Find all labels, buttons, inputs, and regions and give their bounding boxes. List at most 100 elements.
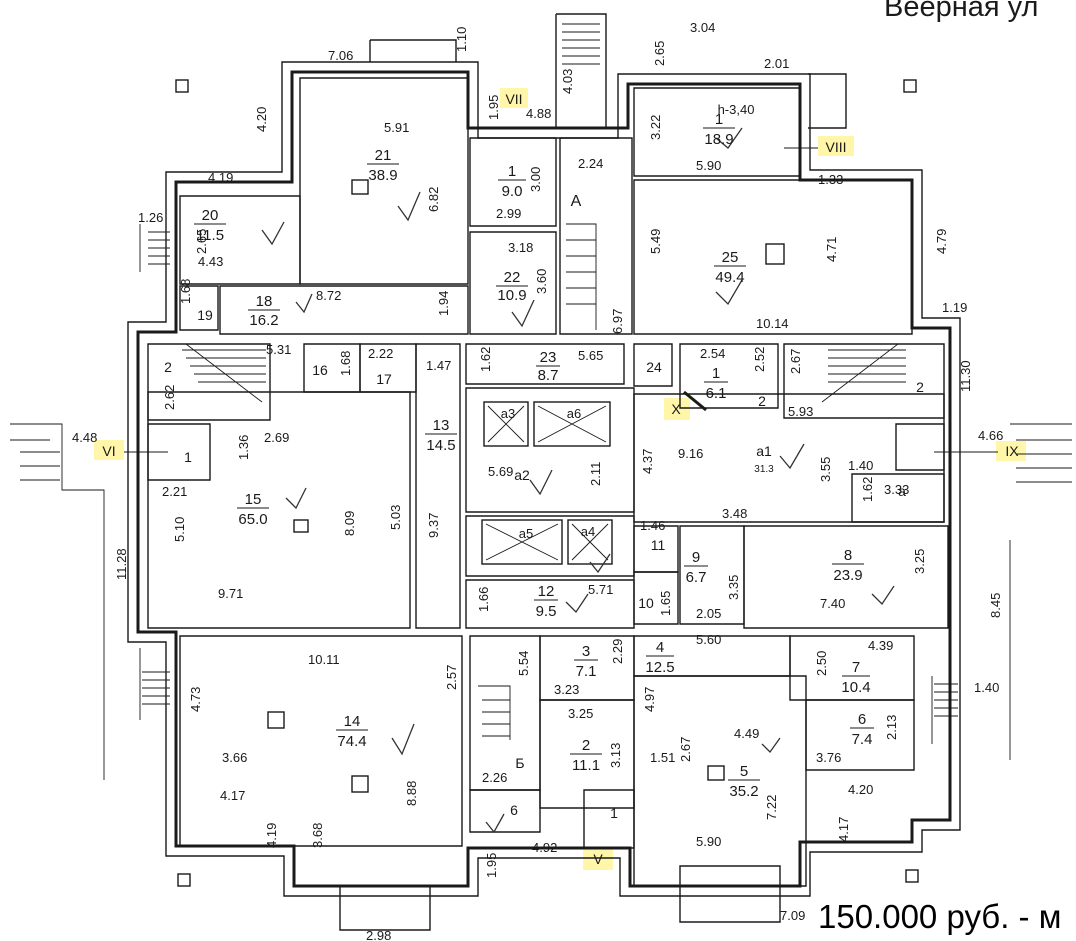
dimension-label: 3.55 [818,457,833,482]
dimension-label: 5.60 [696,632,721,647]
dimension-label: 3.76 [816,750,841,765]
columns [175,79,919,887]
dimension-label: 10.11 [308,652,340,667]
dimension-label: 3.22 [648,115,663,140]
stairs [10,23,1072,780]
dimension-label: 1.10 [454,27,469,52]
exit-highlights [94,88,1026,870]
room-number: 22 [504,269,521,286]
dimension-label: 2.57 [444,665,459,690]
dimension-label: 3.18 [508,240,533,255]
dimension-label: 1.33 [818,172,843,187]
elevator-a5-label: а5 [519,526,533,541]
interior-walls [147,77,949,887]
room-number: 8 [844,547,852,564]
room-area: 11.1 [572,757,600,774]
space-a1-label: а1 [756,443,772,459]
dimension-label: 9.16 [678,446,703,461]
dimension-label: 2.69 [264,430,289,445]
dimension-label: 3.48 [722,506,747,521]
room-number: 3 [582,643,590,660]
room-11-label: 11 [651,537,666,553]
room-9: 96.7 [684,549,708,586]
room-2-stair-right-label: 2 [916,379,924,395]
dimension-label: 5.71 [588,582,613,597]
room-1-vestibule-label: 1 [184,449,192,465]
room-number: 21 [375,147,392,164]
dimension-label: 4.88 [526,106,551,121]
room-area: 12.5 [645,659,674,676]
price-label: 150.000 руб. - м [818,898,1062,935]
dimension-label: 1.65 [658,591,673,616]
dimension-label: 1.62 [860,477,875,502]
room-3: 37.1 [574,643,598,680]
room-6: 67.4 [850,711,874,748]
room-area: 23.9 [833,567,862,584]
room-16-label: 16 [312,362,328,378]
dimension-label: 3.00 [528,167,543,192]
dimension-label: 3.13 [608,743,623,768]
dimension-label: 9.37 [426,513,441,538]
dimension-label: 4.71 [824,237,839,262]
dimension-label: 8.45 [988,593,1003,618]
dimension-label: 2.99 [496,206,521,221]
exit-vi-label: VI [102,443,115,459]
dimension-label: 7.40 [820,596,845,611]
room-24-label: 24 [646,359,662,375]
room-area: 18.9 [704,131,733,148]
dimension-label: 3.60 [534,269,549,294]
exit-ix-label: IX [1005,443,1019,459]
exit-viii-label: VIII [825,139,846,155]
stair-b-label: Б [515,755,524,771]
dimension-label: 2.29 [610,639,625,664]
dimension-label: 1.36 [236,435,251,460]
elevator-a3-label: а3 [501,406,515,421]
dimension-label: 1.47 [426,358,451,373]
dimension-label: 2.21 [162,484,187,499]
dimension-labels: 7.06 1.10 3.04 2.65 2.01 4.20 1.95 4.03 … [72,20,1003,941]
dimension-label: 5.91 [384,120,409,135]
dimension-label: 2.54 [700,346,725,361]
room-number: 15 [245,491,262,508]
dimension-label: 11.28 [114,548,129,580]
room-number: 9 [692,549,700,566]
dimension-label: 1.51 [650,750,675,765]
room-number: 2 [582,737,590,754]
room-4: 412.5 [645,639,674,676]
dimension-label: 5.49 [648,229,663,254]
elevator-a4-label: а4 [581,524,595,539]
dimension-label: 6.82 [426,187,441,212]
dimension-label: 7.22 [764,795,779,820]
dimension-label: 1.68 [178,279,193,304]
room-area: 10.4 [841,679,870,696]
room-17-label: 17 [376,371,392,387]
room-2-stair-left-label: 2 [164,359,172,375]
dimension-label: 2.62 [162,385,177,410]
exit-x-label: X [671,401,681,417]
room-number: 20 [202,207,219,224]
room-6-bottom-label: 6 [510,802,518,818]
dimension-label: 5.93 [788,404,813,419]
dimension-label: 4.39 [868,638,893,653]
dimension-label: 5.90 [696,834,721,849]
room-1-mid: 16.1 [704,365,728,402]
room-number: 7 [852,659,860,676]
exit-v-label: V [593,851,603,867]
room-number: 23 [540,349,557,366]
dimension-label: 2.67 [678,737,693,762]
room-area: 49.4 [715,269,744,286]
dimension-label: 4.97 [642,687,657,712]
dimension-label: 5.31 [266,342,291,357]
room-area: 8.7 [538,367,559,384]
dimension-label: 2.13 [884,715,899,740]
dimension-label: 8.88 [404,781,419,806]
dimension-label: 1.62 [478,347,493,372]
room-number: 1 [508,163,516,180]
room-1-small: 19.0 [498,163,526,200]
room-number: 1 [715,111,723,128]
dimension-label: 5.90 [696,158,721,173]
room-number: 4 [656,639,664,656]
